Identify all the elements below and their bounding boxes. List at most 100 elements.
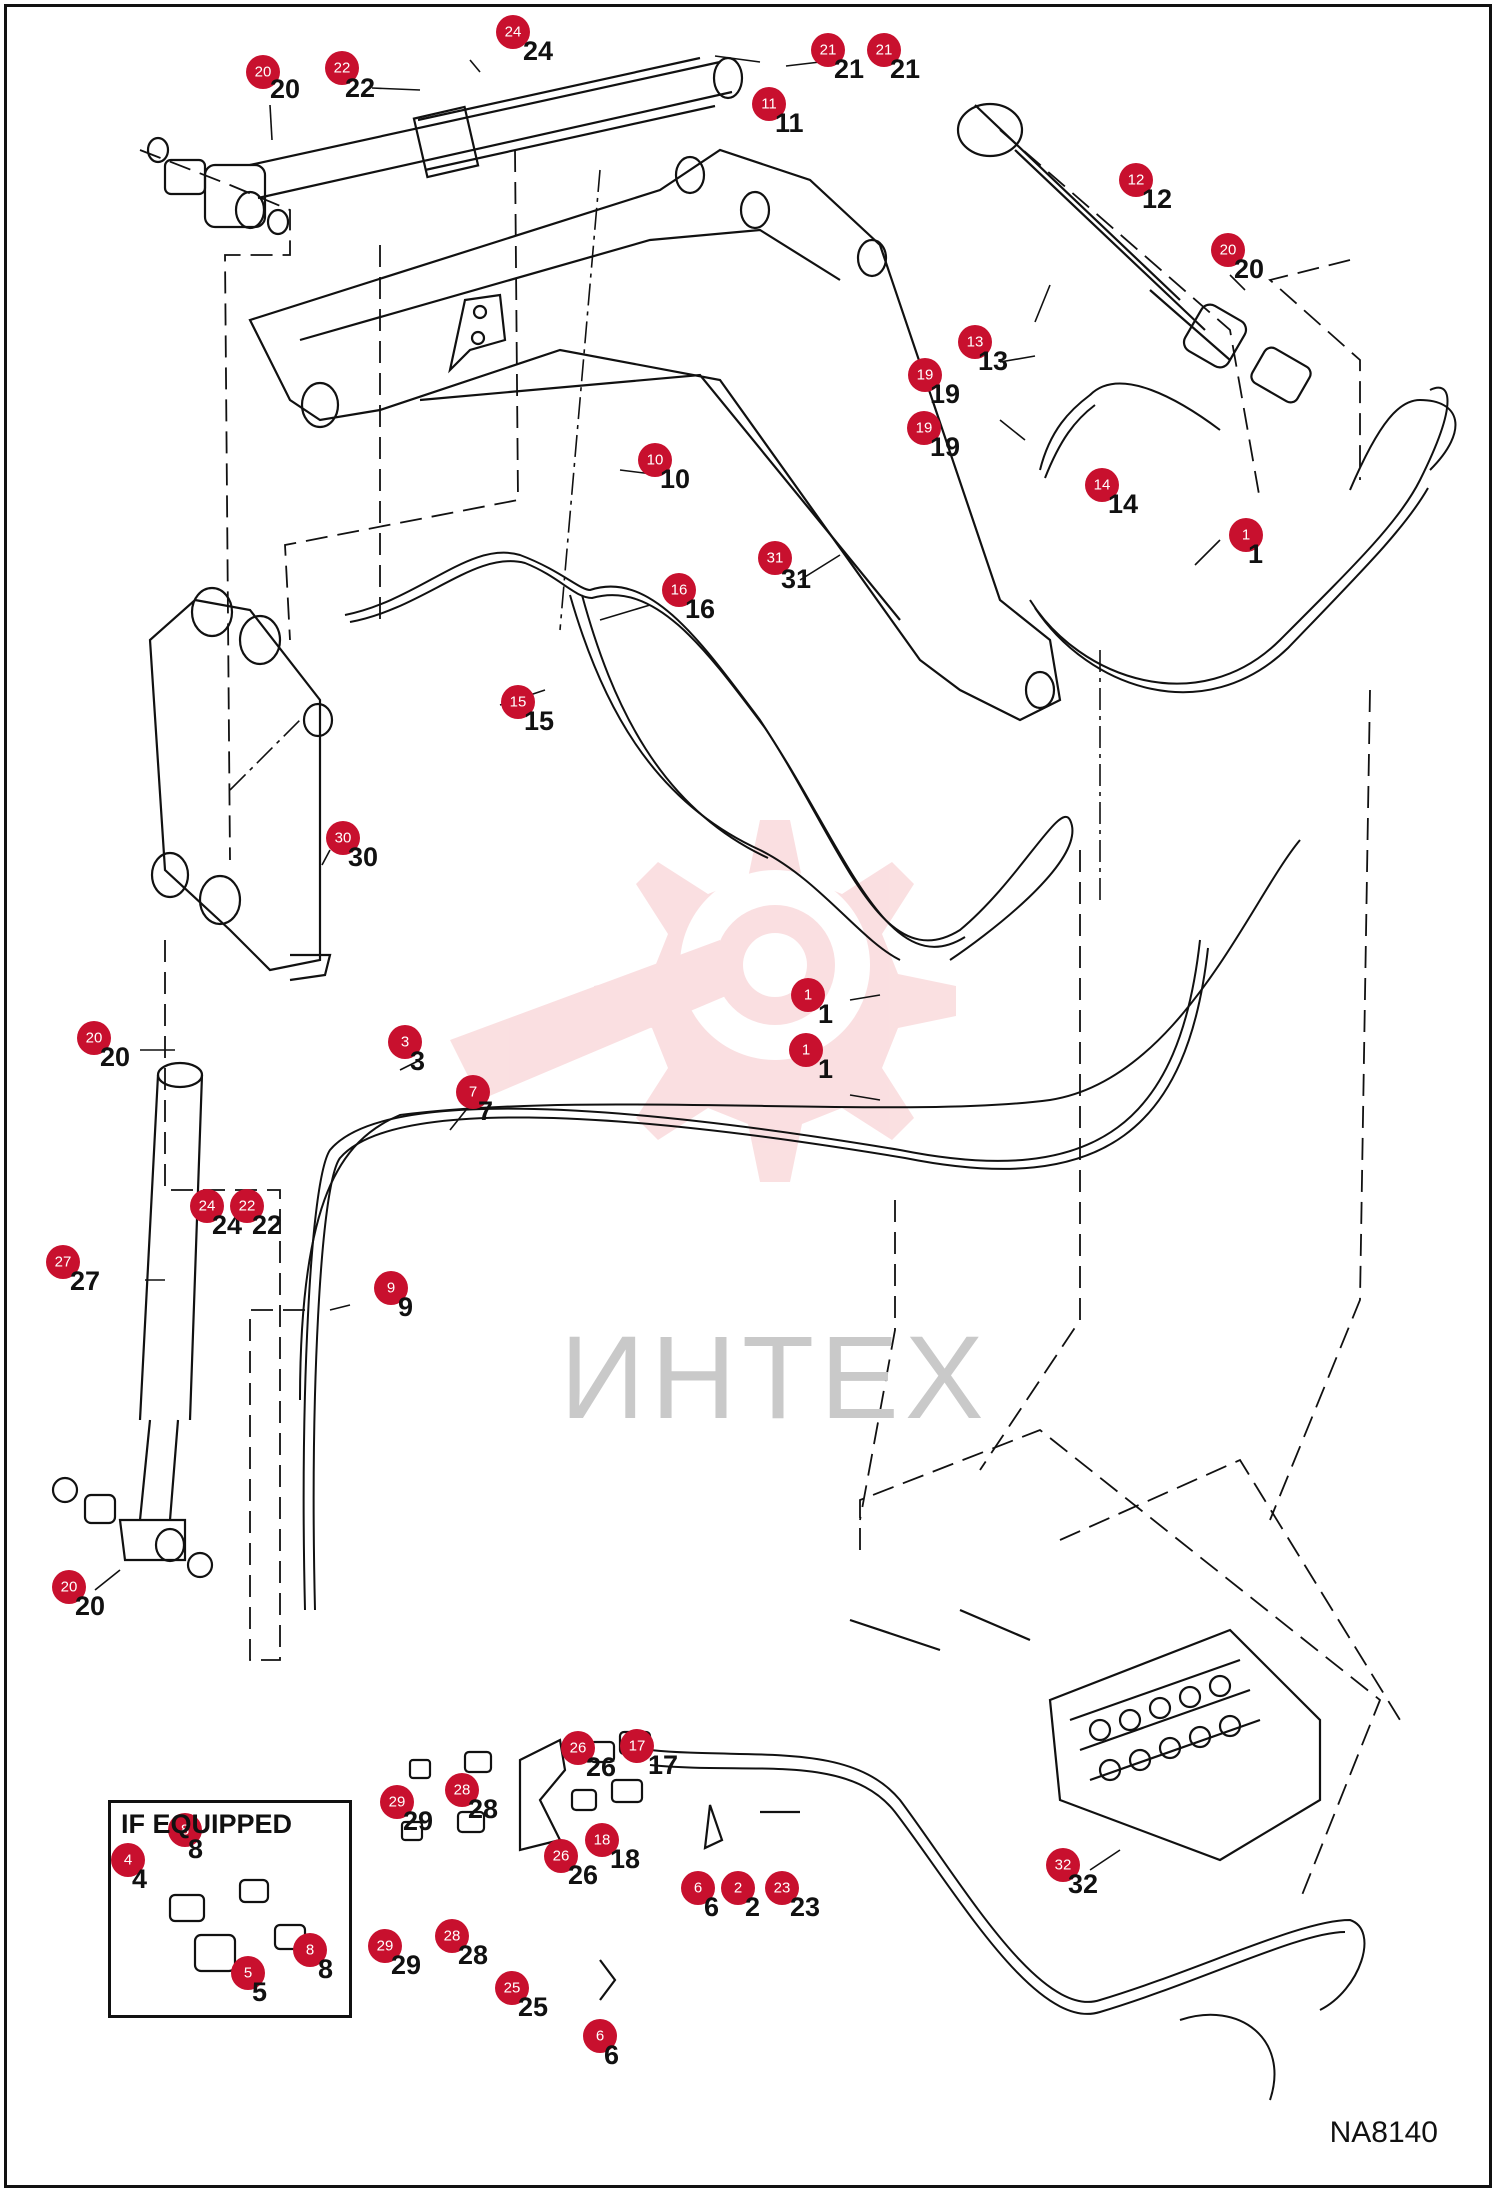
callout-4: 44 xyxy=(111,1843,147,1894)
optional-couplers xyxy=(168,1878,307,1973)
callout-badge xyxy=(1211,233,1245,267)
callout-badge-label: 17 xyxy=(629,1738,646,1755)
callout-badge-label: 19 xyxy=(917,367,934,384)
part-number-label: 19 xyxy=(930,432,960,462)
part-number-label: 9 xyxy=(398,1292,413,1322)
callout-1: 11 xyxy=(791,978,833,1029)
callout-badge-label: 22 xyxy=(239,1198,256,1215)
part-number-label: 18 xyxy=(610,1844,640,1874)
callout-badge-label: 8 xyxy=(306,1942,314,1959)
callout-badge xyxy=(662,573,696,607)
callout-badge xyxy=(721,1871,755,1905)
callout-badge xyxy=(501,685,535,719)
callout-badge-label: 2 xyxy=(734,1880,742,1897)
callout-badge xyxy=(583,2019,617,2053)
callout-badge-label: 29 xyxy=(377,1938,394,1955)
part-number-label: 15 xyxy=(524,706,554,736)
callout-badge xyxy=(561,1731,595,1765)
callout-badge-label: 24 xyxy=(199,1198,216,1215)
callout-2: 22 xyxy=(721,1871,760,1922)
part-number-label: 32 xyxy=(1068,1869,1098,1899)
part-number-label: 26 xyxy=(568,1860,598,1890)
hose-assemblies xyxy=(299,382,1457,2101)
part-number-label: 1 xyxy=(818,1054,833,1084)
callout-badge xyxy=(791,978,825,1012)
callout-badge xyxy=(752,87,786,121)
part-number-label: 28 xyxy=(458,1940,488,1970)
callout-badge-label: 20 xyxy=(255,64,272,81)
callout-7: 77 xyxy=(456,1075,493,1126)
part-number-label: 31 xyxy=(781,564,811,594)
callout-badge-label: 28 xyxy=(444,1928,461,1945)
callout-badge-label: 25 xyxy=(504,1980,521,1997)
part-number-label: 23 xyxy=(790,1892,820,1922)
callout-badge xyxy=(496,15,530,49)
part-number-label: 21 xyxy=(890,54,920,84)
callout-badge xyxy=(326,821,360,855)
callout-badge-label: 26 xyxy=(570,1740,587,1757)
callout-badge xyxy=(52,1570,86,1604)
part-number-label: 6 xyxy=(604,2040,619,2070)
callout-badge xyxy=(168,1813,202,1847)
callout-3: 33 xyxy=(388,1025,425,1076)
callout-badge xyxy=(1046,1848,1080,1882)
callout-badge-label: 21 xyxy=(820,42,837,59)
swing-bracket xyxy=(148,586,334,982)
callout-badge xyxy=(445,1773,479,1807)
boom-cylinder xyxy=(146,56,744,236)
callout-badge-label: 11 xyxy=(761,96,777,113)
drawing-code: NA8140 xyxy=(1329,2116,1438,2149)
swing-cylinder xyxy=(51,1061,214,1579)
callout-badge-label: 15 xyxy=(510,694,527,711)
part-number-label: 20 xyxy=(75,1591,105,1621)
callout-badge xyxy=(1229,518,1263,552)
callout-badge xyxy=(230,1189,264,1223)
callout-badge-label: 1 xyxy=(804,987,812,1004)
callout-badge xyxy=(620,1729,654,1763)
drawing-frame xyxy=(4,4,1492,2188)
callout-badge xyxy=(1085,468,1119,502)
callout-badge-label: 24 xyxy=(505,24,522,41)
callout-badge xyxy=(374,1271,408,1305)
callout-badge xyxy=(811,33,845,67)
callout-badge-label: 30 xyxy=(335,830,352,847)
part-number-label: 10 xyxy=(660,464,690,494)
callout-badge-label: 8 xyxy=(181,1822,189,1839)
reference-lines xyxy=(139,129,1401,1901)
part-number-label: 25 xyxy=(518,1992,548,2022)
callout-badge xyxy=(638,443,672,477)
callout-badge-label: 29 xyxy=(389,1794,406,1811)
part-number-label: 20 xyxy=(100,1042,130,1072)
valve-ports xyxy=(1088,1674,1242,1782)
callout-badge-label: 20 xyxy=(1220,242,1237,259)
callout-badge-label: 1 xyxy=(802,1042,810,1059)
callout-badge-label: 13 xyxy=(967,334,984,351)
callout-badge-label: 6 xyxy=(694,1880,702,1897)
callout-badge-label: 21 xyxy=(876,42,893,59)
part-number-label: 22 xyxy=(252,1210,282,1240)
part-number-label: 5 xyxy=(252,1977,267,2007)
watermark-gear-logo xyxy=(450,820,956,1182)
callout-5: 55 xyxy=(231,1956,267,2007)
callout-badge xyxy=(585,1823,619,1857)
